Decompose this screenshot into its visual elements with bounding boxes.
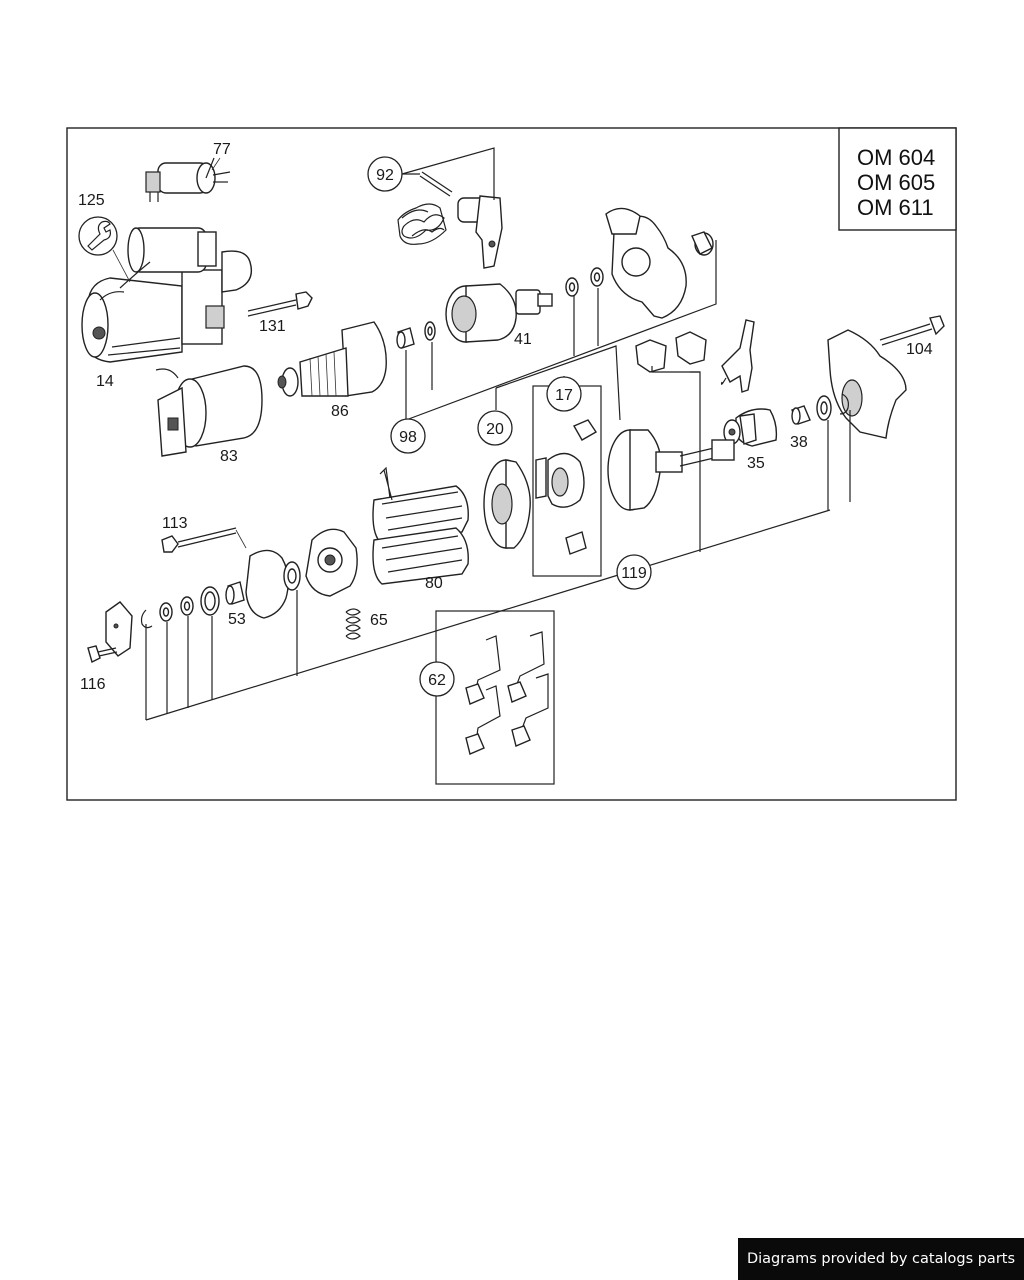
svg-text:62: 62 bbox=[428, 672, 446, 689]
label-35: 35 bbox=[747, 455, 765, 472]
label-104: 104 bbox=[906, 341, 933, 358]
engine-model-3: OM 611 bbox=[857, 195, 934, 220]
part-washers-lower bbox=[140, 586, 220, 629]
part-113-bolt bbox=[161, 527, 247, 553]
part-20-intermediate-bearing bbox=[483, 459, 531, 549]
label-86: 86 bbox=[331, 403, 349, 420]
part-41-clutch bbox=[445, 283, 553, 343]
part-53-bushing bbox=[225, 581, 245, 605]
svg-text:98: 98 bbox=[399, 429, 417, 446]
label-38: 38 bbox=[790, 434, 808, 451]
label-77: 77 bbox=[213, 141, 231, 158]
svg-text:20: 20 bbox=[486, 421, 504, 438]
label-65: 65 bbox=[370, 612, 388, 629]
part-14-starter-assembly bbox=[81, 227, 253, 363]
part-38-bushing bbox=[791, 393, 849, 425]
part-end-cover bbox=[245, 549, 301, 619]
label-116: 116 bbox=[80, 676, 106, 693]
part-77-solenoid-switch bbox=[145, 157, 231, 202]
footer-credit: Diagrams provided by catalogs parts bbox=[738, 1238, 1024, 1280]
leader-lines bbox=[145, 147, 851, 721]
label-41: 41 bbox=[514, 331, 532, 348]
part-83-field-housing bbox=[155, 365, 263, 457]
callout-119: 119 bbox=[616, 554, 652, 590]
callout-98: 98 bbox=[390, 418, 426, 454]
part-washers-upper bbox=[565, 267, 604, 297]
engine-model-2: OM 605 bbox=[857, 170, 935, 195]
engine-model-box: OM 604 OM 605 OM 611 bbox=[838, 127, 957, 231]
part-bracket-pair bbox=[635, 331, 707, 373]
part-drive-end-shield bbox=[827, 329, 907, 439]
diagram-frame bbox=[66, 127, 957, 801]
part-62-brush-kit bbox=[435, 610, 555, 785]
part-98-sleeve bbox=[396, 321, 436, 349]
part-116-screw bbox=[87, 645, 118, 664]
part-17-kit bbox=[532, 385, 602, 577]
svg-text:92: 92 bbox=[376, 167, 394, 184]
label-80: 80 bbox=[425, 575, 443, 592]
part-104-bolt bbox=[879, 315, 945, 346]
label-83: 83 bbox=[220, 448, 238, 465]
svg-text:17: 17 bbox=[555, 387, 573, 404]
svg-text:119: 119 bbox=[621, 565, 647, 582]
part-drive-end-housing-upper bbox=[605, 207, 714, 319]
label-125: 125 bbox=[78, 192, 105, 209]
part-cover-plate bbox=[105, 601, 133, 657]
part-65-spring bbox=[345, 608, 361, 640]
part-planet-shaft bbox=[607, 429, 735, 511]
callout-20: 20 bbox=[477, 410, 513, 446]
engine-model-1: OM 604 bbox=[857, 145, 935, 170]
part-brush-plate bbox=[305, 528, 358, 597]
part-35-pinion bbox=[723, 408, 778, 447]
label-14: 14 bbox=[96, 373, 114, 390]
part-engaging-lever bbox=[720, 319, 755, 393]
callout-62: 62 bbox=[419, 661, 455, 697]
part-131-bolt bbox=[247, 291, 313, 317]
part-80-field-coil bbox=[372, 466, 469, 585]
part-86-armature bbox=[277, 321, 387, 397]
label-131: 131 bbox=[259, 318, 286, 335]
label-53: 53 bbox=[228, 611, 246, 628]
wrench-icon bbox=[78, 216, 131, 283]
part-92-spring-lever bbox=[397, 171, 503, 269]
callout-17: 17 bbox=[546, 376, 582, 412]
label-113: 113 bbox=[162, 515, 188, 532]
callout-92: 92 bbox=[367, 156, 403, 192]
